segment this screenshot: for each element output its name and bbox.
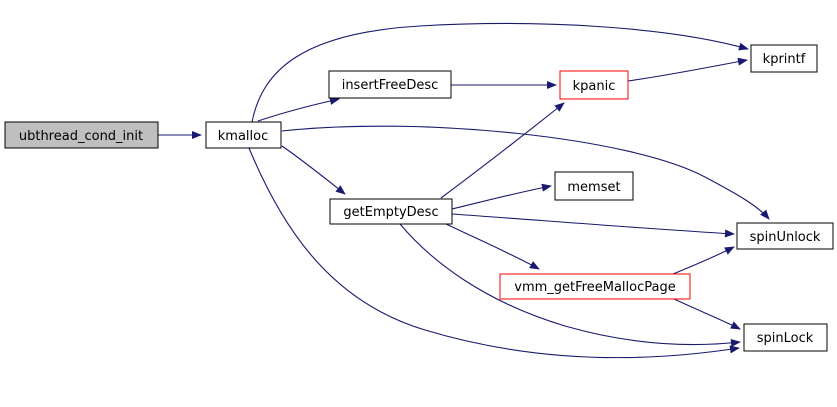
node-kpanic-label: kpanic: [573, 79, 616, 94]
edge-getEmptyDesc-spinLock: [399, 223, 741, 347]
edge-kpanic-kprintf: [627, 57, 748, 82]
node-kprintf-label: kprintf: [763, 52, 806, 67]
node-kmalloc-label: kmalloc: [218, 129, 268, 144]
node-spinUnlock-label: spinUnlock: [750, 230, 821, 245]
node-memset-box: [554, 171, 634, 201]
node-kmalloc[interactable]: kmalloc: [205, 121, 282, 149]
edge-getEmptyDesc-kpanic: [440, 102, 565, 199]
node-ubthread_cond_init-box: [4, 121, 159, 149]
node-spinUnlock-box: [736, 222, 834, 250]
node-ubthread_cond_init[interactable]: ubthread_cond_init: [4, 121, 159, 149]
node-insertFreeDesc-box: [328, 70, 452, 99]
node-getEmptyDesc-box: [329, 198, 453, 225]
edge-getEmptyDesc-vmm_getFreeMallocPage: [443, 222, 540, 270]
edge-getEmptyDesc-spinUnlock: [451, 213, 735, 238]
edge-kmalloc-kprintf: [251, 23, 749, 123]
node-vmm_getFreeMallocPage-label: vmm_getFreeMallocPage: [514, 280, 675, 295]
node-spinLock[interactable]: spinLock: [743, 323, 828, 352]
node-spinUnlock[interactable]: spinUnlock: [736, 222, 834, 250]
node-spinLock-label: spinLock: [757, 331, 814, 346]
node-kprintf-box: [750, 44, 818, 73]
edge-kmalloc-spinLock: [248, 147, 740, 359]
node-kprintf[interactable]: kprintf: [750, 44, 818, 73]
edge-kmalloc-spinUnlock: [281, 125, 770, 220]
node-kpanic[interactable]: kpanic: [559, 70, 629, 100]
edge-vmm_getFreeMallocPage-spinLock: [673, 298, 741, 330]
node-memset-label: memset: [567, 180, 620, 195]
node-insertFreeDesc[interactable]: insertFreeDesc: [328, 70, 452, 99]
node-vmm_getFreeMallocPage[interactable]: vmm_getFreeMallocPage: [499, 273, 691, 300]
node-vmm_getFreeMallocPage-box: [499, 273, 691, 300]
node-getEmptyDesc[interactable]: getEmptyDesc: [329, 198, 453, 225]
edge-getEmptyDesc-memset: [451, 183, 552, 210]
edge-kmalloc-insertFreeDesc: [257, 97, 340, 122]
node-kmalloc-box: [205, 121, 282, 149]
node-getEmptyDesc-label: getEmptyDesc: [343, 205, 438, 220]
node-ubthread_cond_init-label: ubthread_cond_init: [19, 129, 143, 144]
edge-kmalloc-getEmptyDesc: [281, 145, 346, 195]
node-memset[interactable]: memset: [554, 171, 634, 201]
node-kpanic-box: [559, 70, 629, 100]
edge-vmm_getFreeMallocPage-spinUnlock: [672, 246, 735, 275]
node-spinLock-box: [743, 323, 828, 352]
node-insertFreeDesc-label: insertFreeDesc: [342, 78, 439, 93]
